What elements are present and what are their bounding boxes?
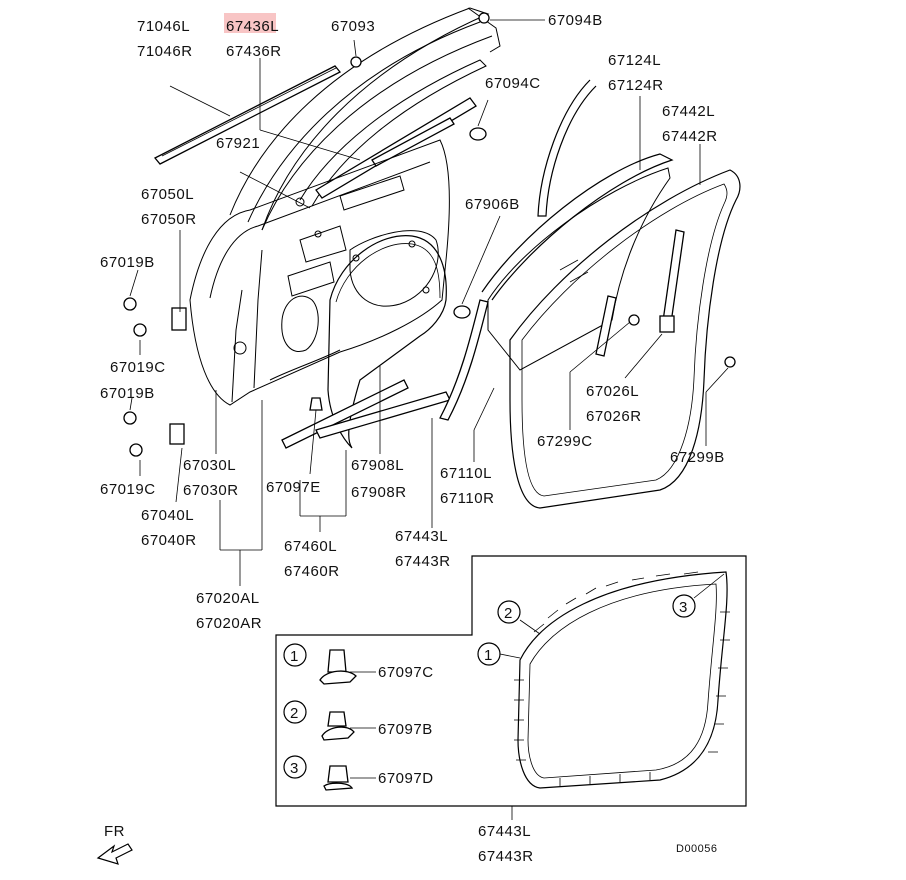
detail-inset <box>275 555 747 807</box>
label-67050r[interactable]: 67050R <box>141 211 197 228</box>
fasteners-drawing <box>123 12 736 457</box>
label-67019b-upper[interactable]: 67019B <box>100 254 155 271</box>
leader-lines <box>129 19 729 820</box>
label-67436r[interactable]: 67436R <box>226 43 282 60</box>
callout-number-1-legend: 1 <box>290 648 299 665</box>
callout-number-2-legend: 2 <box>290 705 299 722</box>
lower-molding-drawing <box>281 299 489 449</box>
label-67020ar[interactable]: 67020AR <box>196 615 262 632</box>
label-67110r[interactable]: 67110R <box>440 490 494 507</box>
label-67442r[interactable]: 67442R <box>662 128 718 145</box>
label-67299b[interactable]: 67299B <box>670 449 725 466</box>
label-67443r-lower[interactable]: 67443R <box>478 848 534 865</box>
label-67460l[interactable]: 67460L <box>284 538 337 555</box>
glass-run-drawing <box>481 79 674 371</box>
label-67299c[interactable]: 67299C <box>537 433 593 450</box>
callout-number-1-detail: 1 <box>484 647 493 664</box>
callout-number-3-legend: 3 <box>290 760 299 777</box>
label-67040r[interactable]: 67040R <box>141 532 197 549</box>
label-67019b-lower[interactable]: 67019B <box>100 385 155 402</box>
label-67460r[interactable]: 67460R <box>284 563 340 580</box>
opening-weatherstrip-drawing <box>509 169 741 509</box>
label-67124l[interactable]: 67124L <box>608 52 661 69</box>
part-labels: 71046L 71046R 67436L 67436R 67093 67094B… <box>100 12 725 865</box>
diagram-code: D00056 <box>676 843 718 855</box>
door-weatherstrip-drawing <box>327 235 447 449</box>
label-67097d[interactable]: 67097D <box>378 770 434 787</box>
label-67110l[interactable]: 67110L <box>440 465 492 482</box>
label-67124r[interactable]: 67124R <box>608 77 664 94</box>
label-71046l[interactable]: 71046L <box>137 18 190 35</box>
callout-number-2-detail: 2 <box>504 605 513 622</box>
label-67094c[interactable]: 67094C <box>485 75 541 92</box>
label-67040l[interactable]: 67040L <box>141 507 194 524</box>
label-67097e[interactable]: 67097E <box>266 479 321 496</box>
label-67442l[interactable]: 67442L <box>662 103 715 120</box>
label-67094b[interactable]: 67094B <box>548 12 603 29</box>
label-67443l-upper[interactable]: 67443L <box>395 528 448 545</box>
callout-circles <box>283 594 696 779</box>
front-direction-arrow <box>96 843 133 865</box>
label-67443l-lower[interactable]: 67443L <box>478 823 531 840</box>
regulator-rail-drawing <box>595 229 685 357</box>
label-67097b[interactable]: 67097B <box>378 721 433 738</box>
label-67026r[interactable]: 67026R <box>586 408 642 425</box>
label-67921[interactable]: 67921 <box>216 135 260 152</box>
label-67093[interactable]: 67093 <box>331 18 375 35</box>
belt-molding-drawing <box>153 65 342 165</box>
label-67026l[interactable]: 67026L <box>586 383 639 400</box>
label-67020al[interactable]: 67020AL <box>196 590 260 607</box>
callout-numbers: 1 2 3 1 2 3 <box>290 599 688 777</box>
label-67019c-upper[interactable]: 67019C <box>110 359 166 376</box>
door-shell-drawing <box>169 139 450 445</box>
label-67019c-lower[interactable]: 67019C <box>100 481 156 498</box>
door-frame-drawing <box>229 7 501 231</box>
callout-number-3-detail: 3 <box>679 599 688 616</box>
highlight-box-67436l <box>224 13 276 33</box>
label-67050l[interactable]: 67050L <box>141 186 194 203</box>
label-67030r[interactable]: 67030R <box>183 482 239 499</box>
label-67443r-upper[interactable]: 67443R <box>395 553 451 570</box>
label-67908r[interactable]: 67908R <box>351 484 407 501</box>
label-67097c[interactable]: 67097C <box>378 664 434 681</box>
label-67436l[interactable]: 67436L <box>226 18 279 35</box>
label-67908l[interactable]: 67908L <box>351 457 404 474</box>
label-67906b[interactable]: 67906B <box>465 196 520 213</box>
label-67030l[interactable]: 67030L <box>183 457 236 474</box>
direction-label: FR <box>104 823 125 840</box>
label-71046r[interactable]: 71046R <box>137 43 193 60</box>
